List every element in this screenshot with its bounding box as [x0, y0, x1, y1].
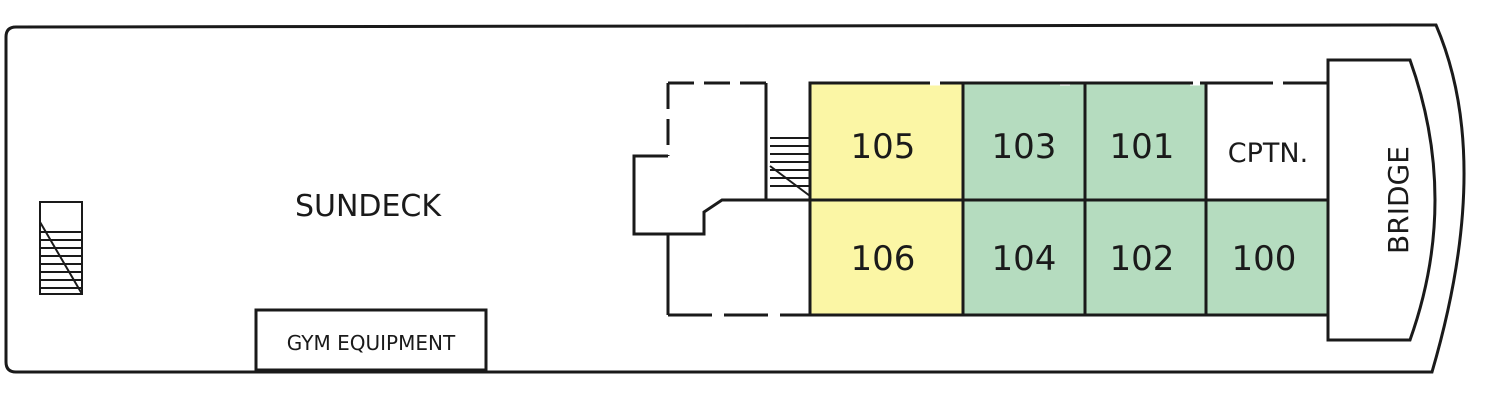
cabin-104-label: 104: [992, 239, 1057, 279]
cabin-105[interactable]: 105: [808, 81, 965, 202]
cabin-105-label: 105: [851, 127, 916, 167]
cabin-104[interactable]: 104: [961, 198, 1087, 317]
gym-equipment-area: GYM EQUIPMENT: [254, 308, 488, 372]
bridge-label: BRIDGE: [1382, 146, 1415, 254]
cabin-103-label: 103: [992, 127, 1057, 167]
cabin-101-label: 101: [1110, 127, 1175, 167]
cabin-102-label: 102: [1110, 239, 1175, 279]
gym-equipment-label: GYM EQUIPMENT: [287, 331, 456, 355]
cabin-100-label: 100: [1232, 239, 1297, 279]
cabin-106-label: 106: [851, 239, 916, 279]
stairs-left: [39, 201, 83, 295]
cabin-102-fill: [1083, 198, 1208, 317]
bridge-outline: [1326, 58, 1437, 342]
cabin-cptn-label: CPTN.: [1228, 138, 1308, 169]
cabin-106-fill: [808, 198, 965, 317]
cabin-cptn[interactable]: CPTN.: [1204, 83, 1328, 202]
cabin-101-fill: [1083, 81, 1208, 202]
cabin-100[interactable]: 100: [1204, 198, 1330, 317]
cabin-105-fill: [808, 81, 965, 202]
cabin-102[interactable]: 102: [1083, 198, 1208, 317]
central-stair-structure: [632, 81, 1328, 317]
bridge-area: BRIDGE: [1326, 58, 1437, 342]
sundeck-label: SUNDECK: [295, 189, 442, 224]
cabin-100-fill: [1204, 198, 1330, 317]
cabin-103[interactable]: 103: [961, 81, 1087, 202]
cabin-106[interactable]: 106: [808, 198, 965, 317]
cabin-104-fill: [961, 198, 1087, 317]
hull-outline: [4, 23, 1466, 374]
cabin-101[interactable]: 101: [1083, 81, 1208, 202]
cabin-cptn-fill: [1206, 83, 1328, 200]
cabin-grid: 105 103 101 CPTN. 106 104 1: [808, 80, 1330, 317]
